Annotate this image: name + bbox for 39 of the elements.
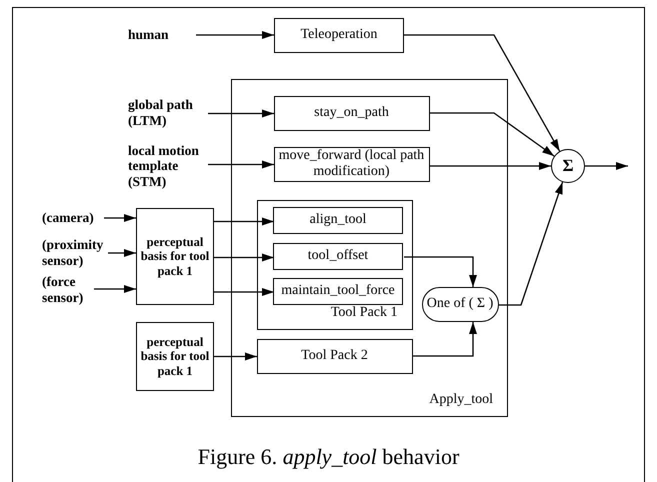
arrow xyxy=(196,31,274,39)
input-label: human xyxy=(128,27,170,43)
process-box: stay_on_path xyxy=(274,96,430,130)
process-box: move_forward (local path modification) xyxy=(274,146,430,182)
perception-box: perceptual basis for tool pack 1 xyxy=(136,208,214,305)
arrow xyxy=(208,160,274,168)
group-box xyxy=(231,79,508,417)
summation-circle: Σ xyxy=(551,149,585,183)
arrow xyxy=(94,285,136,293)
perception-box: perceptual basis for tool pack 1 xyxy=(136,322,214,391)
arrow xyxy=(108,249,136,257)
input-label: (proximity sensor) xyxy=(42,237,104,269)
arrow xyxy=(214,352,257,360)
arrow xyxy=(430,112,555,157)
process-box: align_tool xyxy=(273,207,403,234)
arrow xyxy=(104,214,136,222)
group-box xyxy=(256,200,412,330)
input-label: (force sensor) xyxy=(42,274,84,306)
selector-node: One of ( Σ ) xyxy=(422,286,498,322)
figure-caption: Figure 6. apply_tool behavior xyxy=(196,444,460,470)
arrow xyxy=(430,162,551,170)
input-label: local motion template (STM) xyxy=(128,142,200,190)
process-box: Tool Pack 2 xyxy=(256,338,412,374)
process-box: tool_offset xyxy=(273,243,403,270)
process-box: maintain_tool_force xyxy=(273,278,403,305)
arrow xyxy=(208,110,274,118)
arrow xyxy=(413,322,477,357)
group-label: Apply_tool xyxy=(429,392,493,408)
arrow xyxy=(585,162,628,170)
arrow xyxy=(214,254,274,262)
arrow xyxy=(499,182,564,306)
group-label: Tool Pack 1 xyxy=(330,304,398,320)
arrow xyxy=(404,34,560,152)
input-label: (camera) xyxy=(42,210,95,226)
arrow xyxy=(214,218,274,226)
process-box: Teleoperation xyxy=(274,18,404,53)
arrow xyxy=(404,256,477,287)
arrow xyxy=(214,288,274,296)
input-label: global path (LTM) xyxy=(128,97,194,129)
